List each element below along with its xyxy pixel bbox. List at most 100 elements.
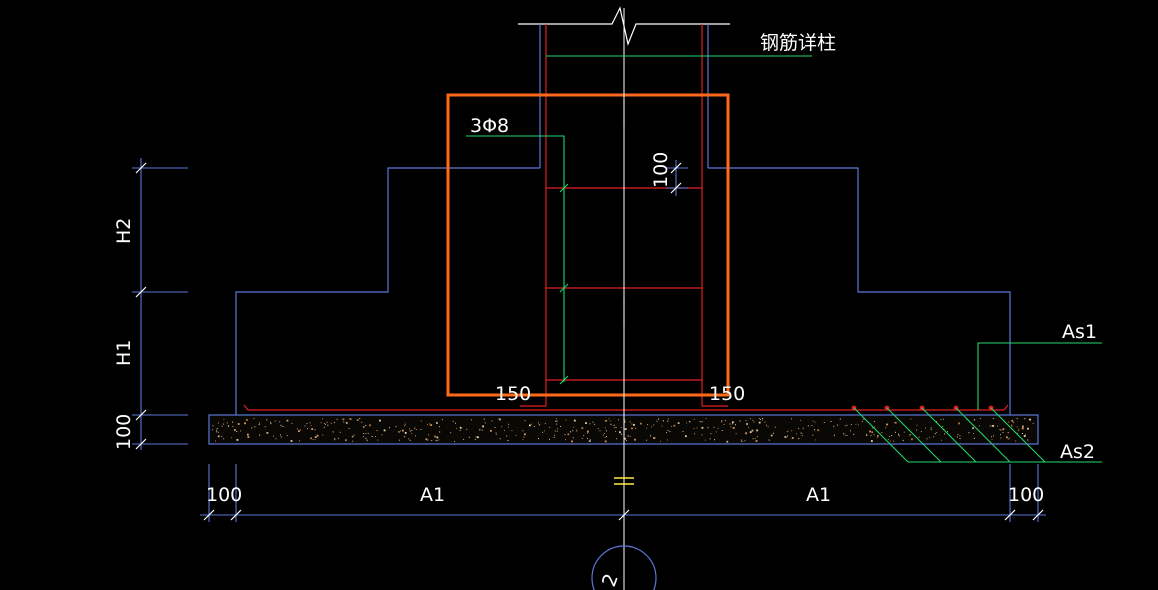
left-dimension-line xyxy=(132,158,188,450)
speckle xyxy=(538,422,539,424)
speckle xyxy=(751,429,754,432)
speckle xyxy=(511,430,513,432)
speckle xyxy=(254,426,256,428)
speckle xyxy=(1016,432,1018,434)
top-dimension-100 xyxy=(666,160,688,196)
speckle xyxy=(814,429,816,431)
speckle xyxy=(918,436,920,438)
speckle xyxy=(858,424,859,426)
speckle xyxy=(345,422,348,424)
speckle xyxy=(689,421,691,423)
speckle xyxy=(936,432,938,433)
speckle xyxy=(415,429,417,431)
speckle xyxy=(991,425,993,427)
speckle xyxy=(693,428,695,430)
speckle xyxy=(1016,418,1018,420)
speckle xyxy=(898,433,899,435)
speckle xyxy=(1011,424,1013,426)
speckle xyxy=(429,423,431,425)
speckle xyxy=(850,424,852,425)
speckle xyxy=(454,441,455,442)
speckle xyxy=(701,434,703,436)
speckle xyxy=(572,430,574,432)
speckle xyxy=(662,420,664,421)
speckle xyxy=(427,424,428,426)
speckle xyxy=(873,434,875,436)
speckle xyxy=(212,429,214,431)
speckle xyxy=(431,440,433,441)
speckle xyxy=(764,421,766,423)
speckle xyxy=(740,439,742,441)
speckle xyxy=(839,418,841,420)
axis-number-label: 2 xyxy=(598,571,623,590)
speckle xyxy=(758,418,760,420)
speckle xyxy=(605,419,608,422)
speckle xyxy=(758,421,761,424)
speckle xyxy=(499,438,501,440)
speckle xyxy=(314,429,316,431)
speckle xyxy=(724,420,726,421)
speckle xyxy=(786,431,788,433)
speckle xyxy=(215,440,217,442)
speckle xyxy=(610,420,612,422)
speckle xyxy=(483,418,485,420)
speckle xyxy=(543,430,545,432)
speckle xyxy=(762,419,764,421)
speckle xyxy=(409,430,411,432)
speckle xyxy=(454,422,456,424)
speckle xyxy=(212,425,214,427)
speckle xyxy=(565,439,566,441)
speckle xyxy=(629,421,631,423)
speckle xyxy=(886,423,888,426)
speckle xyxy=(798,438,800,440)
speckle xyxy=(837,424,838,426)
speckle xyxy=(456,428,458,430)
speckle xyxy=(438,439,440,441)
speckle xyxy=(321,418,323,420)
speckle xyxy=(366,439,368,441)
speckle xyxy=(538,438,539,440)
speckle xyxy=(973,437,975,439)
speckle xyxy=(1022,433,1023,434)
speckle xyxy=(992,418,994,419)
speckle xyxy=(369,424,371,427)
speckle xyxy=(588,440,591,442)
speckle xyxy=(544,423,546,425)
speckle xyxy=(217,431,219,433)
speckle xyxy=(594,423,596,425)
speckle xyxy=(414,427,416,429)
speckle xyxy=(916,424,918,426)
speckle xyxy=(411,433,413,434)
speckle xyxy=(881,432,883,434)
speckle xyxy=(427,439,429,441)
speckle xyxy=(280,434,281,436)
speckle xyxy=(910,418,912,420)
speckle xyxy=(844,425,846,427)
speckle xyxy=(768,439,770,441)
speckle xyxy=(887,438,889,440)
speckle xyxy=(739,420,741,422)
speckle xyxy=(843,433,845,435)
speckle xyxy=(371,436,373,437)
speckle xyxy=(409,428,410,430)
speckle xyxy=(576,430,578,432)
speckle xyxy=(942,425,944,427)
speckle xyxy=(791,418,793,420)
speckle xyxy=(556,420,558,422)
speckle xyxy=(979,418,981,420)
speckle xyxy=(769,439,770,441)
speckle xyxy=(572,437,574,439)
speckle xyxy=(326,421,328,423)
speckle xyxy=(959,435,961,437)
speckle xyxy=(667,418,669,420)
speckle xyxy=(430,424,433,426)
speckle xyxy=(807,425,809,427)
speckle xyxy=(564,434,566,436)
speckle xyxy=(556,418,557,420)
speckle xyxy=(920,431,922,433)
speckle xyxy=(801,432,803,434)
speckle xyxy=(491,420,493,422)
speckle xyxy=(870,435,872,436)
speckle xyxy=(774,426,776,428)
speckle xyxy=(320,422,322,424)
